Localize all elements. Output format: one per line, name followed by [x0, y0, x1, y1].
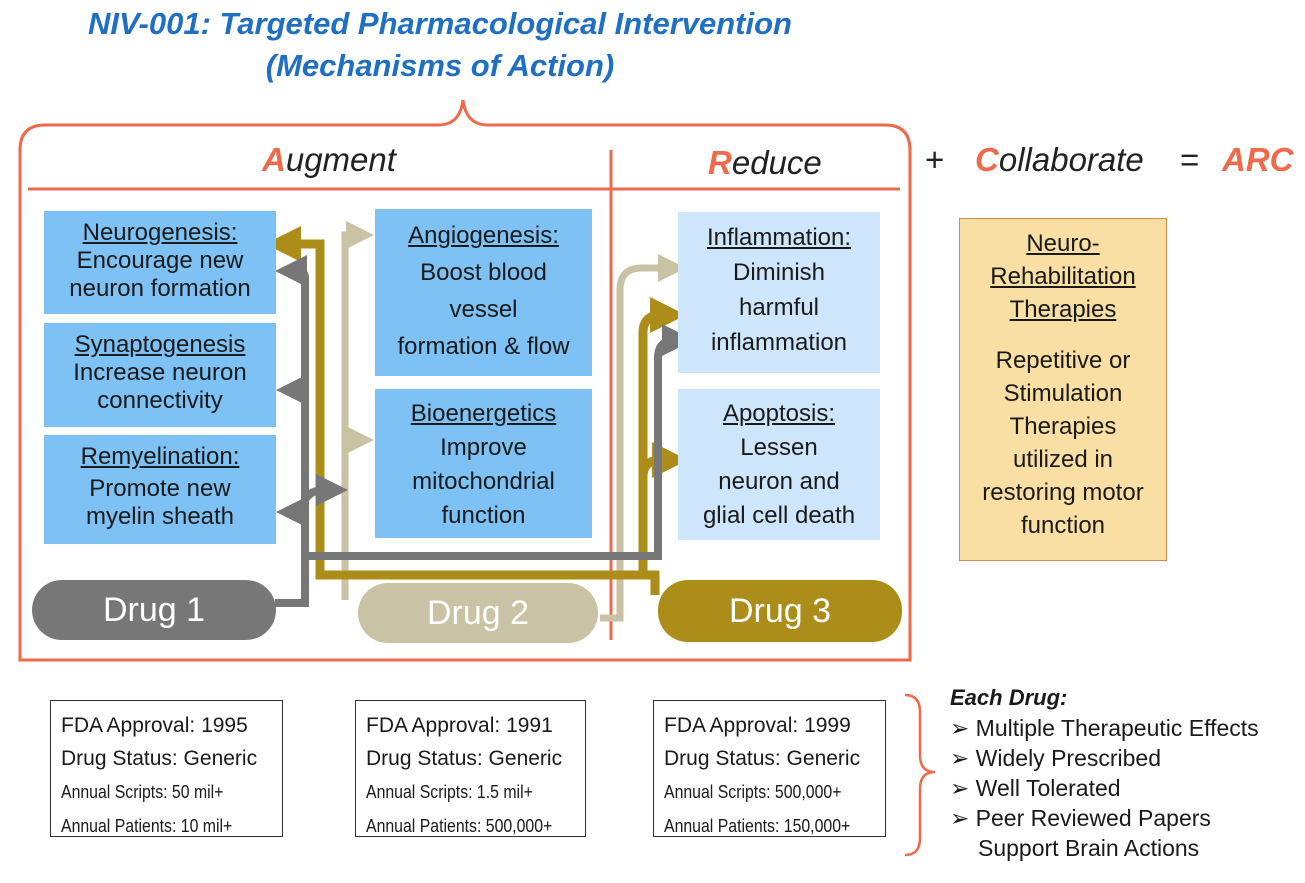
- inflammation-line3: inflammation: [710, 329, 848, 356]
- each-drug-item: ➢ Widely Prescribed: [950, 745, 1162, 771]
- neuro-rehab-line4: utilized in: [1012, 446, 1114, 473]
- each-drug-item: ➢ Well Tolerated: [950, 775, 1121, 801]
- collaborate-heading: Collaborate: [975, 141, 1144, 178]
- inflammation-line1: Diminish: [732, 259, 825, 286]
- each-drug-item-continuation: Support Brain Actions: [978, 835, 1200, 861]
- bullet-arrow-icon: ➢: [950, 805, 970, 831]
- inflammation-heading: Inflammation:: [706, 224, 852, 251]
- neurogenesis-heading: Neurogenesis:: [82, 219, 238, 246]
- neurogenesis-line2: neuron formation: [69, 275, 251, 302]
- outer-bracket-frame: [18, 99, 912, 662]
- drug-1-status: Drug Status: Generic: [61, 747, 258, 770]
- drug-3-pill: Drug 3: [658, 580, 902, 642]
- neuro-rehab-heading-3: Therapies: [1009, 296, 1117, 323]
- bioenergetics-line3: function: [441, 502, 526, 529]
- each-drug-brace: [904, 693, 936, 857]
- diagram-title: NIV-001: Targeted Pharmacological Interv…: [88, 6, 792, 41]
- angiogenesis-box: Angiogenesis: Boost blood vessel formati…: [375, 209, 592, 376]
- angiogenesis-line1: Boost blood: [420, 259, 547, 286]
- drug-1-patients: Annual Patients: 10 mil+: [61, 816, 233, 836]
- apoptosis-line1: Lessen: [740, 434, 818, 461]
- each-drug-item: ➢ Multiple Therapeutic Effects: [950, 715, 1259, 741]
- neuro-rehab-line6: function: [1020, 512, 1106, 539]
- neurogenesis-line1: Encourage new: [76, 247, 244, 274]
- each-drug-item: ➢ Peer Reviewed Papers: [950, 805, 1211, 831]
- drug-3-scripts: Annual Scripts: 500,000+: [664, 782, 842, 802]
- bullet-arrow-icon: ➢: [950, 715, 970, 741]
- neuro-rehab-line5: restoring motor: [982, 479, 1144, 506]
- drug-1-pill: Drug 1: [32, 580, 276, 640]
- plus-sign: +: [925, 141, 945, 178]
- bioenergetics-heading: Bioenergetics: [410, 400, 557, 427]
- synaptogenesis-box: Synaptogenesis Increase neuron connectiv…: [44, 323, 276, 427]
- apoptosis-box: Apoptosis: Lessen neuron and glial cell …: [678, 389, 880, 540]
- neuro-rehab-heading-1: Neuro-: [1026, 230, 1100, 257]
- angiogenesis-line3: formation & flow: [397, 333, 570, 360]
- remyelination-heading: Remyelination:: [80, 443, 240, 470]
- apoptosis-line3: glial cell death: [702, 502, 856, 529]
- each-drug-heading: Each Drug:: [950, 685, 1068, 710]
- inflammation-box: Inflammation: Diminish harmful inflammat…: [678, 212, 880, 373]
- bioenergetics-line2: mitochondrial: [412, 468, 555, 495]
- bioenergetics-line1: Improve: [440, 434, 527, 461]
- drug-3-info-box: FDA Approval: 1999 Drug Status: Generic …: [653, 700, 886, 837]
- neuro-rehab-heading-2: Rehabilitation: [990, 263, 1136, 290]
- synaptogenesis-line2: connectivity: [97, 387, 223, 414]
- drug-2-fda: FDA Approval: 1991: [366, 714, 553, 737]
- drug-2-patients: Annual Patients: 500,000+: [366, 816, 553, 836]
- augment-heading: Augment: [262, 141, 396, 178]
- drug-2-pill: Drug 2: [358, 583, 598, 643]
- drug-2-status: Drug Status: Generic: [366, 747, 563, 770]
- drug-2-info-box: FDA Approval: 1991 Drug Status: Generic …: [355, 700, 586, 837]
- neurogenesis-box: Neurogenesis: Encourage new neuron forma…: [44, 211, 276, 314]
- bioenergetics-box: Bioenergetics Improve mitochondrial func…: [375, 389, 592, 538]
- inflammation-line2: harmful: [738, 294, 820, 321]
- equals-sign: =: [1180, 141, 1200, 178]
- diagram-subtitle: (Mechanisms of Action): [265, 48, 615, 83]
- drug-3-status: Drug Status: Generic: [664, 747, 861, 770]
- drug-1-fda: FDA Approval: 1995: [61, 714, 248, 737]
- drug-1-info-box: FDA Approval: 1995 Drug Status: Generic …: [50, 700, 283, 837]
- apoptosis-line2: neuron and: [718, 468, 840, 495]
- neuro-rehab-line3: Therapies: [1009, 413, 1117, 440]
- angiogenesis-line2: vessel: [449, 296, 518, 323]
- neuro-rehab-line2: Stimulation: [1003, 380, 1123, 407]
- apoptosis-heading: Apoptosis:: [722, 400, 836, 427]
- remyelination-line2: myelin sheath: [85, 503, 235, 530]
- drug-1-scripts: Annual Scripts: 50 mil+: [61, 782, 224, 802]
- each-drug-list: Each Drug: ➢ Multiple Therapeutic Effect…: [950, 683, 1259, 863]
- bullet-arrow-icon: ➢: [950, 745, 970, 771]
- neuro-rehabilitation-box: Neuro- Rehabilitation Therapies Repetiti…: [959, 218, 1167, 561]
- reduce-heading: Reduce: [708, 144, 822, 181]
- synaptogenesis-heading: Synaptogenesis: [74, 331, 246, 358]
- drug-2-scripts: Annual Scripts: 1.5 mil+: [366, 782, 533, 802]
- synaptogenesis-line1: Increase neuron: [73, 359, 247, 386]
- remyelination-box: Remyelination: Promote new myelin sheath: [44, 435, 276, 544]
- arc-heading: ARC: [1222, 141, 1294, 178]
- angiogenesis-heading: Angiogenesis:: [408, 222, 559, 249]
- drug-3-patients: Annual Patients: 150,000+: [664, 816, 851, 836]
- remyelination-line1: Promote new: [89, 475, 231, 502]
- drug-3-fda: FDA Approval: 1999: [664, 714, 851, 737]
- bullet-arrow-icon: ➢: [950, 775, 970, 801]
- neuro-rehab-line1: Repetitive or: [995, 347, 1131, 374]
